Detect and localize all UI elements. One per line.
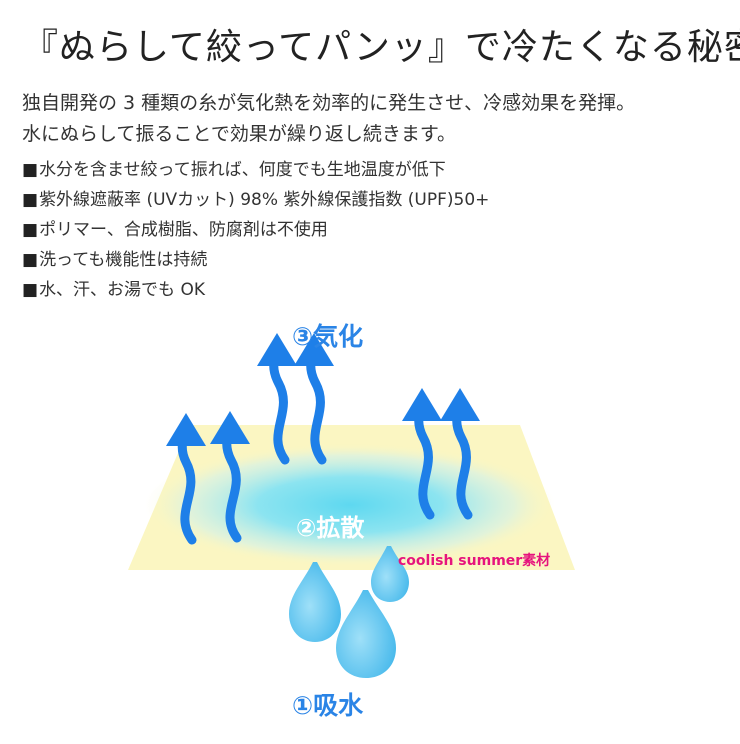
step-absorption-label: ①吸水 bbox=[292, 691, 364, 720]
intro-line-2: 水にぬらして振ることで効果が繰り返し続きます。 bbox=[22, 123, 456, 145]
feature-list: ■水分を含ませ絞って振れば、何度でも生地温度が低下 ■紫外線遮蔽率 (UVカット… bbox=[22, 155, 489, 305]
diagram-graphic bbox=[128, 333, 575, 678]
moisture-glow bbox=[145, 443, 555, 567]
bullet-square-icon: ■ bbox=[22, 190, 39, 210]
bullet-square-icon: ■ bbox=[22, 250, 39, 270]
water-drop-icon bbox=[336, 590, 396, 678]
list-item: ■紫外線遮蔽率 (UVカット) 98% 紫外線保護指数 (UPF)50+ bbox=[22, 190, 490, 210]
list-item: ■水、汗、お湯でも OK bbox=[22, 280, 205, 300]
bullet-square-icon: ■ bbox=[22, 220, 39, 240]
cooling-diagram: ③気化 ②拡散 coolish summer素材 ①吸水 bbox=[0, 300, 740, 740]
material-label: coolish summer素材 bbox=[398, 553, 551, 569]
step-diffusion-label: ②拡散 bbox=[296, 514, 365, 542]
water-drop-icon bbox=[289, 562, 341, 642]
water-drop-icon bbox=[371, 546, 409, 602]
intro-text: 独自開発の 3 種類の糸が気化熱を効率的に発生させ、冷感効果を発揮。 水にぬらし… bbox=[22, 88, 635, 150]
list-item: ■洗っても機能性は持続 bbox=[22, 250, 208, 270]
step-evaporation-label: ③気化 bbox=[292, 322, 364, 351]
bullet-square-icon: ■ bbox=[22, 280, 39, 300]
intro-line-1: 独自開発の 3 種類の糸が気化熱を効率的に発生させ、冷感効果を発揮。 bbox=[22, 92, 636, 114]
list-item: ■水分を含ませ絞って振れば、何度でも生地温度が低下 bbox=[22, 160, 446, 180]
page-title: 『ぬらして絞ってパンッ』で冷たくなる秘密 bbox=[22, 27, 740, 68]
bullet-square-icon: ■ bbox=[22, 160, 39, 180]
list-item: ■ポリマー、合成樹脂、防腐剤は不使用 bbox=[22, 220, 328, 240]
